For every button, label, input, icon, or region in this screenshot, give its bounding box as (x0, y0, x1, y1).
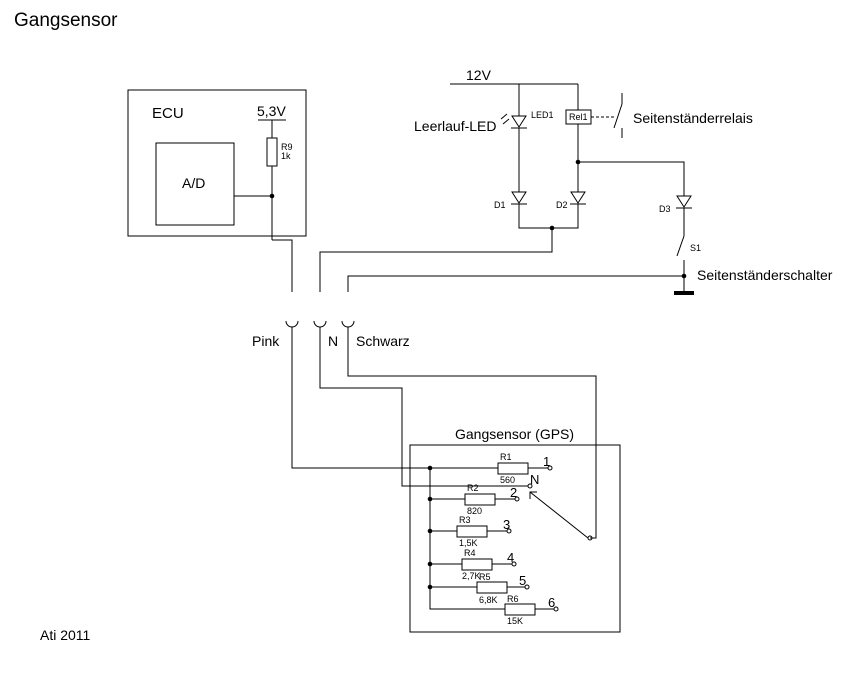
r6-wire (429, 587, 505, 610)
r1-value: 560 (500, 475, 515, 485)
led-name: LED1 (531, 110, 554, 120)
r9-resistor (266, 137, 278, 167)
gps-label: Gangsensor (GPS) (455, 426, 574, 442)
r4-position: 4 (507, 550, 514, 565)
r3-resistor (456, 525, 488, 538)
r6-value: 15K (507, 616, 523, 626)
junction-dot (269, 193, 275, 199)
gps-box (409, 444, 621, 633)
switch-s1 (676, 235, 685, 257)
r6-resistor (504, 603, 536, 616)
schwarz-wire-gps (347, 327, 597, 539)
led-light-arrow (500, 113, 508, 120)
r6-name: R6 (507, 594, 519, 604)
diode-d2-label: D2 (556, 200, 568, 210)
r3-position: 3 (503, 517, 510, 532)
d3-feed-wire (578, 161, 685, 196)
r4-contact (511, 561, 517, 567)
diode-join-wire (518, 204, 579, 229)
switch-label: Seitenständerschalter (697, 267, 833, 283)
n-wire-relay (319, 228, 553, 292)
wiper-pivot (587, 535, 593, 541)
footer-credit: Ati 2011 (40, 627, 91, 643)
relay-label: Seitenständerrelais (633, 110, 753, 126)
adc-label: A/D (182, 175, 205, 191)
r4-value: 2,7K (462, 571, 481, 581)
r5-name: R5 (479, 572, 491, 582)
r3-contact (506, 528, 512, 534)
r2-value: 820 (467, 506, 482, 516)
r5-resistor (476, 581, 508, 594)
supply-label: 12V (466, 67, 492, 83)
pink-connector-pin (285, 320, 299, 328)
schwarz-label: Schwarz (356, 333, 410, 349)
neutral-contact (527, 483, 533, 489)
r2-name: R2 (467, 483, 479, 493)
diode-d3 (676, 195, 692, 208)
r5-position: 5 (519, 573, 526, 588)
r4-name: R4 (464, 548, 476, 558)
r9-name: R9 (281, 142, 293, 152)
pink-label: Pink (252, 333, 280, 349)
adc-box (155, 142, 235, 226)
pink-wire-ecu (272, 239, 293, 292)
r1-position: 1 (543, 454, 550, 469)
led-label: Leerlauf-LED (414, 118, 497, 134)
led-light-arrow (502, 118, 510, 125)
diode-d1 (511, 191, 527, 204)
schwarz-wire-switch (347, 275, 684, 292)
diode-d2 (570, 191, 586, 204)
r1-name: R1 (500, 452, 512, 462)
schwarz-connector-pin (341, 320, 355, 328)
neutral-label: N (530, 472, 539, 487)
r2-resistor (464, 493, 496, 506)
gps-wiper (529, 491, 589, 539)
led-symbol (511, 115, 527, 128)
diode-d1-label: D1 (494, 200, 506, 210)
ecu-label: ECU (152, 105, 184, 122)
r4-resistor (461, 558, 493, 571)
wiper-arrow-icon (529, 491, 537, 499)
n-label: N (328, 333, 338, 349)
page-title: Gangsensor (14, 10, 118, 31)
r6-contact (553, 606, 559, 612)
switch-name: S1 (690, 243, 701, 253)
diode-d3-label: D3 (659, 204, 671, 214)
r9-value: 1k (281, 151, 291, 161)
n-wire-gps (319, 327, 528, 487)
r5-contact (524, 584, 530, 590)
relay-name: Rel1 (569, 112, 588, 122)
r5-value: 6,8K (479, 595, 498, 605)
n-connector-pin (313, 320, 327, 328)
r6-position: 6 (548, 595, 555, 610)
ecu-box (127, 89, 307, 237)
r3-value: 1,5K (459, 538, 478, 548)
r1-contact (547, 465, 553, 471)
ground-icon (674, 291, 694, 295)
r2-position: 2 (510, 485, 517, 500)
r1-resistor (497, 462, 529, 475)
relay-contact-blade (613, 103, 623, 129)
r2-contact (514, 496, 520, 502)
r3-name: R3 (459, 515, 471, 525)
ecu-voltage-label: 5,3V (257, 103, 286, 119)
